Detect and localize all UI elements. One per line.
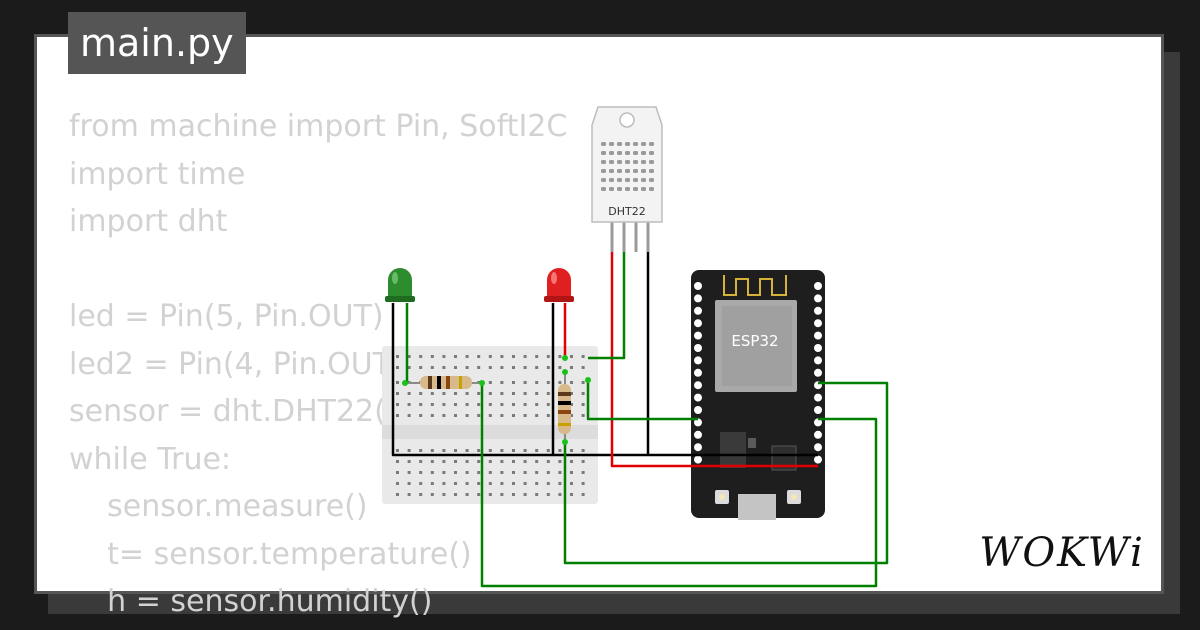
code-line: sensor.measure() bbox=[69, 489, 368, 524]
code-editor: from machine import Pin, SoftI2C import t… bbox=[69, 103, 567, 626]
resistor-vertical[interactable] bbox=[558, 372, 571, 445]
esp32-pin-headers bbox=[694, 282, 822, 464]
code-line: h = sensor.humidity() bbox=[69, 584, 433, 619]
dht22-label: DHT22 bbox=[608, 205, 645, 218]
wokwi-logo: WOKWi bbox=[979, 530, 1145, 576]
led-green[interactable] bbox=[385, 268, 415, 302]
breadboard-holes bbox=[396, 355, 585, 496]
dht22-sensor[interactable]: DHT22 bbox=[591, 106, 663, 252]
code-line: from machine import Pin, SoftI2C bbox=[69, 109, 568, 144]
wires bbox=[391, 252, 889, 588]
esp32-board[interactable]: ESP32 bbox=[691, 270, 825, 520]
code-line: t= sensor.temperature() bbox=[69, 536, 472, 572]
code-line: import time bbox=[69, 156, 246, 192]
code-line: while True: bbox=[69, 441, 232, 477]
dht22-vent-grid bbox=[601, 142, 654, 191]
led-red[interactable] bbox=[544, 268, 574, 302]
file-tab-main-py[interactable]: main.py bbox=[68, 12, 246, 74]
code-line: led2 = Pin(4, Pin.OUT) bbox=[69, 346, 403, 382]
code-line: led = Pin(5, Pin.OUT) bbox=[69, 299, 384, 334]
resistor-horizontal[interactable] bbox=[405, 376, 482, 389]
esp32-label: ESP32 bbox=[731, 332, 778, 350]
code-line: import dht bbox=[69, 204, 228, 239]
